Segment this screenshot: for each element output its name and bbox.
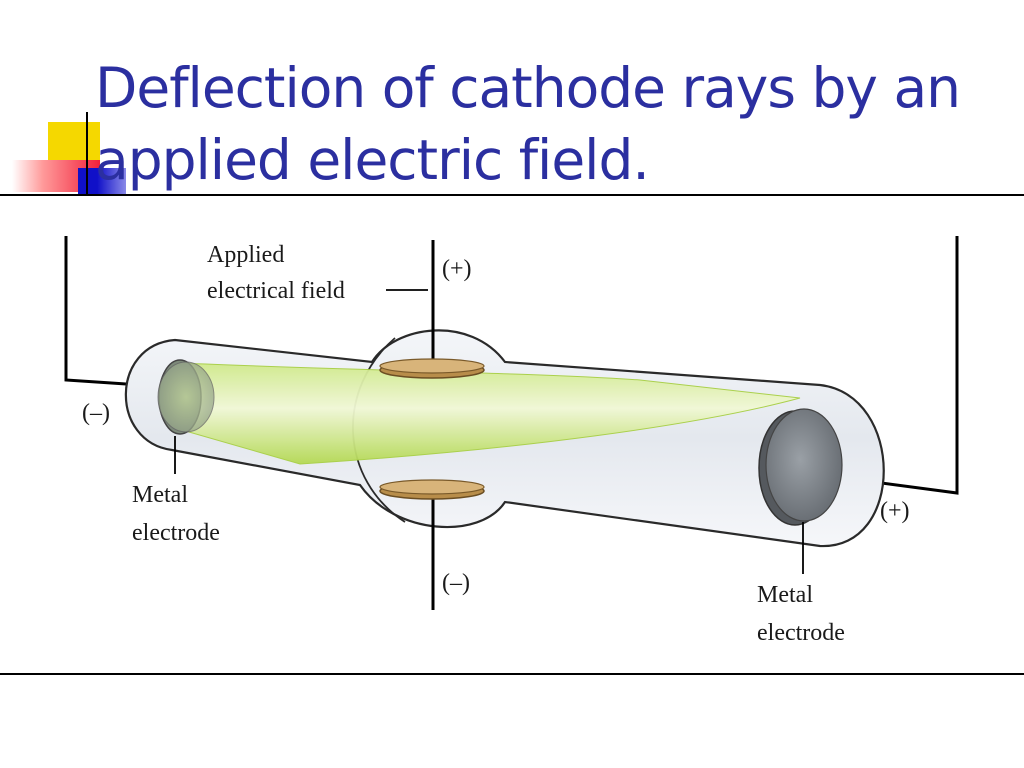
left-electrode-label-line2: electrode — [132, 520, 220, 546]
slide-title-line1: Deflection of cathode rays by an — [95, 56, 961, 120]
field-label-line2: electrical field — [207, 278, 345, 304]
anode-electrode — [758, 408, 843, 526]
cathode-ray-tube-diagram: Applied electrical field (+) (–) (–) (+)… — [64, 236, 959, 646]
cathode-ray-beam — [181, 362, 801, 465]
deco-vertical-line — [86, 112, 88, 196]
top-plate-sign: (+) — [442, 256, 472, 282]
cathode-electrode — [157, 359, 215, 435]
title-divider — [0, 194, 1024, 196]
slide-title-line2: applied electric field. — [95, 128, 650, 192]
top-deflection-plate — [379, 240, 485, 379]
cathode-sign: (–) — [82, 400, 110, 426]
bottom-divider — [0, 673, 1024, 675]
field-label-line1: Applied — [207, 242, 284, 268]
anode-sign: (+) — [880, 498, 910, 524]
right-electrode-label-line1: Metal — [757, 582, 813, 608]
bottom-deflection-plate — [379, 479, 485, 610]
bottom-plate-sign: (–) — [442, 570, 470, 596]
leader-lines — [174, 289, 804, 574]
slide-title: Deflection of cathode rays by an applied… — [95, 52, 1015, 196]
right-electrode-label-line2: electrode — [757, 620, 845, 646]
left-electrode-label-line1: Metal — [132, 482, 188, 508]
